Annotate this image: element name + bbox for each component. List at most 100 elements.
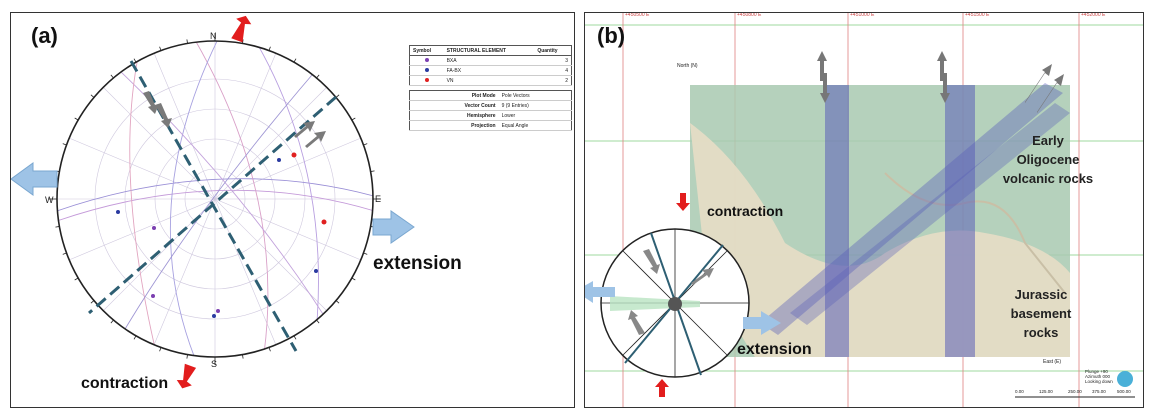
fault-plane-2: [945, 85, 975, 357]
stereonet-tick: [363, 252, 368, 255]
legend-row: BXA 3: [409, 55, 572, 66]
scale-label: 125.00: [1039, 389, 1053, 394]
stereonet-tick: [110, 319, 114, 324]
basement-rocks-label: Jurassic basement rocks: [1010, 287, 1072, 340]
stereonet-tick: [335, 300, 340, 304]
stereonet-tick: [90, 300, 95, 304]
stereonet-tick: [186, 354, 188, 359]
stereonet-tick: [74, 277, 79, 281]
panel-a-label: (a): [31, 23, 58, 48]
great-circles: [57, 41, 373, 357]
scale-label: 375.00: [1092, 389, 1106, 394]
stereonet-tick: [90, 94, 95, 98]
north-axis-label: North (N): [677, 63, 698, 69]
stereonet-tick: [62, 252, 67, 255]
contraction-label-a: contraction: [81, 375, 169, 392]
info-key: Projection: [409, 120, 499, 131]
contraction-arrow-b-top: [676, 193, 690, 211]
panel-b-label: (b): [597, 23, 626, 48]
stereonet-tick: [62, 143, 67, 146]
stereonet-tick: [133, 58, 137, 63]
rose-center-marker: [668, 297, 682, 311]
stereonet-tick: [316, 74, 320, 79]
stereonet-tick: [363, 143, 368, 146]
dashed-fault-trace-ne: [88, 95, 337, 315]
stereonet-tick: [351, 277, 356, 281]
compass-s: S: [211, 359, 218, 369]
legend: Symbol STRUCTURAL ELEMENT Quantity BXA 3…: [409, 45, 572, 135]
stereonet-tick: [242, 354, 244, 359]
shear-arrows: [143, 91, 326, 148]
legend-row: FA-BX 4: [409, 65, 572, 76]
scale-label: 250.00: [1068, 389, 1082, 394]
stereonet-tick: [159, 347, 162, 352]
contraction-label-b: contraction: [707, 203, 784, 219]
scale-label: 500.00: [1117, 389, 1131, 394]
contraction-arrow-top: [231, 15, 252, 43]
compass-n: N: [210, 31, 217, 41]
east-axis-label: East (E): [1043, 359, 1062, 365]
scale-label: 0.00: [1015, 389, 1024, 394]
stereonet-tick: [268, 46, 271, 51]
legend-header-element: STRUCTURAL ELEMENT: [443, 45, 535, 56]
stereonet-tick: [74, 117, 79, 121]
compass-w: W: [45, 195, 54, 205]
orientation-plunge: Plunge +90: [1085, 369, 1108, 374]
pole-points: [116, 152, 327, 318]
orientation-looking: Looking down: [1085, 379, 1113, 384]
info-value: Equal Angle: [498, 120, 572, 131]
extension-arrow-b-left: [585, 281, 615, 303]
stereonet-tick: [186, 39, 188, 44]
geologic-model-view: [585, 13, 1143, 407]
info-key: Plot Mode: [409, 90, 499, 101]
stereonet-tick: [351, 117, 356, 121]
stereonet-tick: [55, 226, 60, 228]
info-key: Hemisphere: [409, 110, 499, 121]
legend-name: BXA: [443, 55, 535, 66]
rose-shear-arrows: [628, 249, 714, 335]
extension-arrow-right: [372, 210, 415, 244]
grid-label-top: +451000 E: [850, 12, 875, 18]
orientation-azimuth: Azimuth 000: [1085, 374, 1111, 379]
legend-symbol-vn: [424, 77, 429, 82]
info-value: Lower: [498, 110, 572, 121]
legend-symbol-bxa: [424, 57, 429, 62]
fault-plane-4: [790, 103, 1070, 325]
orientation-info: Plunge +90 Azimuth 000 Looking down: [1085, 369, 1113, 384]
stereonet-tick: [335, 94, 340, 98]
panel-a-stereonet: (a): [10, 12, 575, 408]
legend-row: VN 2: [409, 75, 572, 86]
stereonet-tick: [293, 58, 297, 63]
legend-table: Symbol STRUCTURAL ELEMENT Quantity BXA 3…: [409, 45, 572, 86]
stereonet-tick: [110, 74, 114, 79]
stereonet-tick: [133, 335, 137, 340]
stereonet-tick: [316, 319, 320, 324]
stereonet-tick: [159, 46, 162, 51]
stereonet-tick: [268, 347, 271, 352]
extension-arrow-left: [11, 162, 58, 196]
legend-symbol-fabx: [424, 67, 429, 72]
info-value: Pole Vectors: [498, 90, 572, 101]
stereonet-plot: [11, 15, 415, 389]
contraction-arrow-b-bottom: [655, 379, 669, 397]
stereonet-tick: [242, 39, 244, 44]
legend-quantity: 2: [534, 75, 572, 86]
legend-quantity: 3: [534, 55, 572, 66]
contraction-arrow-bottom: [176, 363, 197, 389]
stereonet-grid: [57, 41, 373, 357]
grid-label-top: +452000 E: [1081, 12, 1106, 18]
legend-quantity: 4: [534, 65, 572, 76]
info-value: 9 (9 Entries): [498, 100, 572, 111]
grid-label-top: +450500 E: [625, 12, 650, 18]
volcanic-rocks-label: Early Oligocene volcanic rocks: [1002, 133, 1094, 186]
extension-arrow-b-right: [743, 311, 781, 335]
legend-header-quantity: Quantity: [534, 45, 572, 56]
legend-name: VN: [443, 75, 535, 86]
stereonet-tick: [370, 170, 375, 172]
fault-plane-3: [760, 83, 1063, 335]
panel-b-3d-model: (b) +450500 E +450800 E +451000 E +45150…: [584, 12, 1144, 408]
legend-name: FA-BX: [443, 65, 535, 76]
orientation-globe: [1117, 371, 1133, 387]
compass-e: E: [375, 194, 382, 204]
